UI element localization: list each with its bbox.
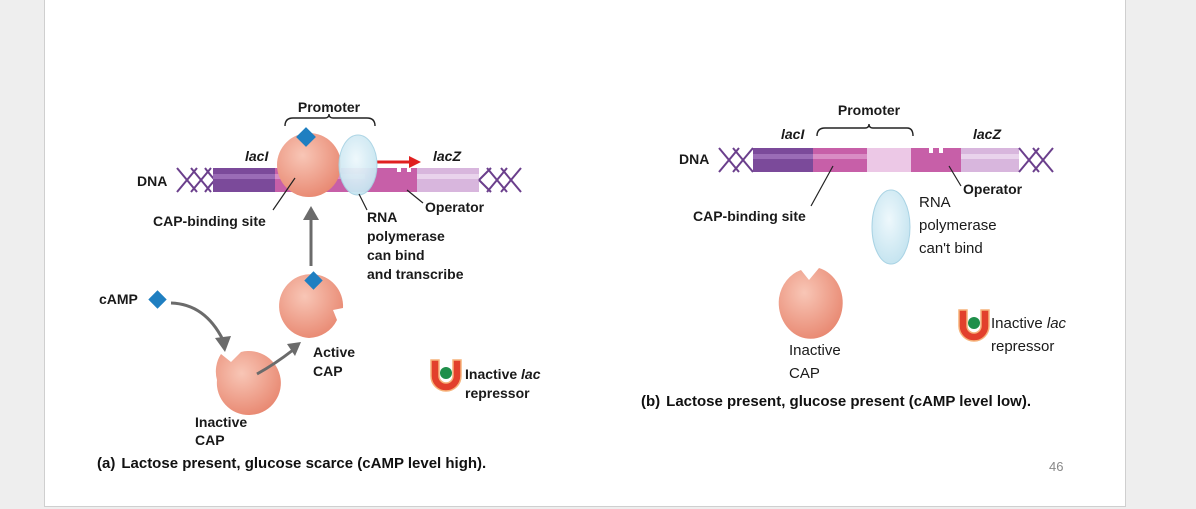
promoter-label-b: Promoter — [838, 102, 901, 118]
repressor-b-line2: repressor — [991, 338, 1054, 355]
laci-gene-segment — [213, 168, 275, 192]
lac-operon-diagram: Promoter DNA lacI lacZ — [97, 99, 1067, 474]
camp-bound-icon — [296, 127, 316, 147]
cap-binding-site-label: CAP-binding site — [153, 213, 266, 229]
repressor-label-line1: Inactive lac — [465, 366, 541, 382]
operator-label: Operator — [425, 199, 485, 215]
rna-polymerase-b — [871, 189, 911, 265]
camp-on-cap-icon — [304, 271, 323, 290]
repressor-b-line1: Inactive lac — [991, 315, 1067, 332]
binding-arrow — [303, 206, 319, 220]
dna-label-b: DNA — [679, 151, 709, 167]
operator-label-b: Operator — [963, 181, 1023, 197]
camp-label: cAMP — [99, 291, 138, 307]
lacz-gene-segment-b — [961, 148, 1019, 172]
rna-pol-line4: and transcribe — [367, 266, 464, 282]
rna-pol-line2: polymerase — [367, 228, 445, 244]
inactive-cap-b-line2: CAP — [789, 365, 820, 382]
laci-label-b: lacI — [781, 126, 805, 142]
dna-helix-right — [478, 167, 522, 193]
inactive-cap-b-line1: Inactive — [789, 342, 841, 359]
lacz-label: lacZ — [433, 148, 461, 164]
inducer-icon-b — [968, 317, 980, 329]
lacz-label-b: lacZ — [973, 126, 1001, 142]
caption-a: (a)Lactose present, glucose scarce (cAMP… — [97, 455, 486, 472]
panel-b: Promoter lacI lacZ DNA Operator CAP-bind… — [641, 102, 1067, 410]
rna-pol-b-line3: can't bind — [919, 240, 983, 257]
rna-pol-b-line1: RNA — [919, 194, 951, 211]
cap-binding-site-label-b: CAP-binding site — [693, 208, 806, 224]
slide: Promoter DNA lacI lacZ — [44, 0, 1126, 507]
inactive-cap-line2: CAP — [195, 432, 225, 448]
rna-polymerase — [338, 134, 378, 196]
dna-helix-left-b — [718, 147, 754, 173]
inducer-icon — [440, 367, 452, 379]
rna-pol-b-line2: polymerase — [919, 217, 997, 234]
camp-arrow — [215, 336, 231, 352]
panel-a: Promoter DNA lacI lacZ — [97, 99, 541, 472]
dna-label: DNA — [137, 173, 167, 189]
active-cap-line1: Active — [313, 344, 355, 360]
activation-arrow — [287, 342, 301, 356]
promoter-segment-b — [867, 148, 911, 172]
rna-pol-line3: can bind — [367, 247, 425, 263]
dna-helix-right-b — [1018, 147, 1054, 173]
laci-gene-segment-b — [753, 148, 813, 172]
active-cap — [279, 274, 344, 338]
promoter-label: Promoter — [298, 99, 361, 115]
caption-b: (b)Lactose present, glucose present (cAM… — [641, 393, 1031, 410]
cap-site-segment-b — [813, 148, 867, 172]
inactive-repressor-icon — [430, 359, 462, 392]
laci-label: lacI — [245, 148, 269, 164]
camp-icon — [148, 290, 167, 309]
dna-helix-left — [176, 167, 216, 193]
lacz-gene-segment — [417, 168, 479, 192]
inactive-cap — [215, 351, 281, 416]
page-number: 46 — [1049, 459, 1063, 474]
active-cap-line2: CAP — [313, 363, 343, 379]
promoter-bracket-b — [816, 123, 914, 137]
promoter-bracket — [284, 113, 376, 127]
repressor-label-line2: repressor — [465, 385, 530, 401]
inactive-cap-b — [778, 268, 843, 339]
inactive-repressor-icon-b — [958, 309, 990, 342]
rna-pol-line1: RNA — [367, 209, 397, 225]
operator-segment-b — [911, 148, 961, 172]
inactive-cap-line1: Inactive — [195, 414, 247, 430]
